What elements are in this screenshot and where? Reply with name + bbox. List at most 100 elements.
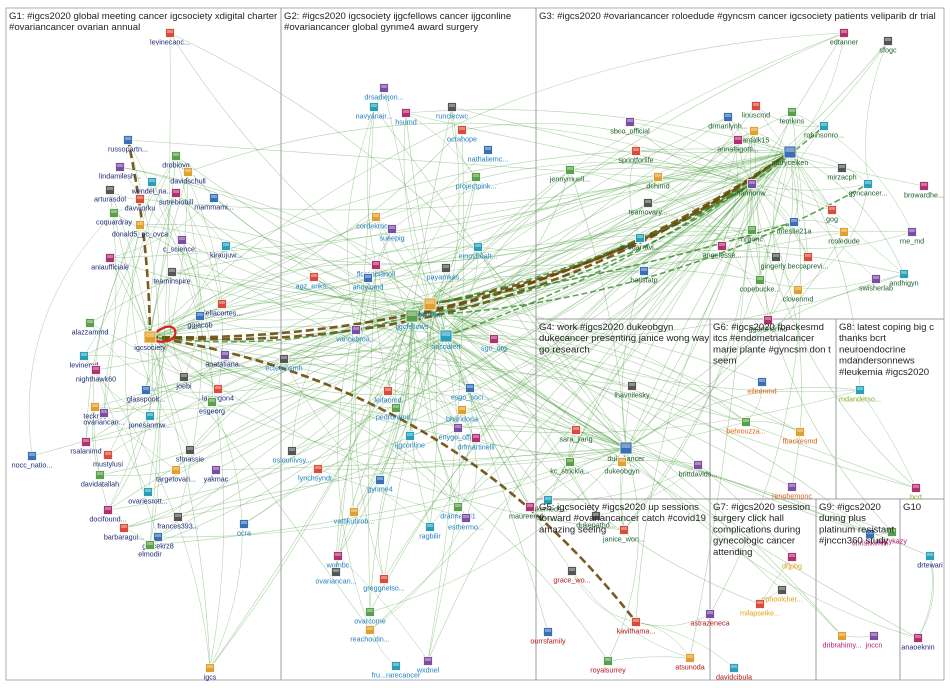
node-avatar-shine-59 <box>426 300 435 305</box>
node-avatar-shine-18 <box>87 320 93 323</box>
node-avatar-shine-46 <box>403 110 409 113</box>
node-avatar-shine-120 <box>573 427 579 430</box>
node-avatar-shine-103 <box>645 200 651 203</box>
node-avatar-shine-83 <box>367 627 373 630</box>
node-label-72: lynchsyndr... <box>298 474 338 483</box>
node-avatar-shine-9 <box>211 195 217 198</box>
node-label-137: ourrsfamily <box>530 637 566 646</box>
node-label-71: oslounivsy... <box>272 456 311 465</box>
node-avatar-shine-19 <box>146 333 155 338</box>
node-label-110: angelesse... <box>703 251 742 260</box>
node-label-25: glasspoolr... <box>127 395 165 404</box>
node-label-106: nrgonc <box>741 235 763 244</box>
node-label-6: sutrebiobill <box>159 198 194 207</box>
node-avatar-shine-53 <box>475 244 481 247</box>
node-avatar-shine-129 <box>759 379 765 382</box>
node-label-147: dribrahimy... <box>822 641 861 650</box>
node-label-139: atsunoda <box>675 663 705 672</box>
node-81[interactable]: ocra <box>237 520 251 538</box>
group-title-g7-line-2: complications during <box>713 524 800 535</box>
node-avatar-shine-81 <box>241 521 247 524</box>
node-label-65: esgo_soci... <box>451 393 489 402</box>
node-label-79: ovariancan... <box>315 577 356 586</box>
node-avatar-shine-95 <box>839 165 845 168</box>
node-avatar-shine-28 <box>101 410 107 413</box>
node-avatar-shine-75 <box>351 509 357 512</box>
node-avatar-shine-86 <box>841 30 847 33</box>
node-label-88: linuscmd <box>742 111 770 120</box>
node-avatar-shine-26 <box>209 399 215 402</box>
node-label-104: gog <box>826 215 838 224</box>
node-avatar-shine-142 <box>789 554 795 557</box>
node-avatar-shine-116 <box>873 276 879 279</box>
node-label-8: davworku <box>125 204 156 213</box>
node-label-39: frances393... <box>157 522 199 531</box>
node-label-31: sfmassie <box>176 455 204 464</box>
node-label-43: igcs <box>204 673 217 682</box>
node-avatar-shine-84 <box>425 658 431 661</box>
node-label-109: bsegarravi... <box>620 243 660 252</box>
group-title-g3-line-0: G3: #igcs2020 #ovariancancer roloedude #… <box>539 11 936 22</box>
node-avatar-shine-73 <box>377 477 383 480</box>
node-avatar-shine-10 <box>111 210 117 213</box>
node-avatar-shine-104 <box>829 207 835 210</box>
node-label-9: mammami... <box>194 203 234 212</box>
node-label-16: deliacortes... <box>202 309 243 318</box>
node-label-49: nathaliemc... <box>468 155 509 164</box>
node-label-134: bcrt <box>910 493 922 502</box>
node-avatar-shine-114 <box>757 277 763 280</box>
node-43[interactable]: igcs <box>204 664 217 682</box>
node-label-50: projectpink... <box>456 182 497 191</box>
node-avatar-shine-140 <box>707 611 713 614</box>
node-134[interactable]: bcrt <box>910 484 922 502</box>
node-label-86: edtanner <box>830 38 859 47</box>
node-avatar-shine-71 <box>289 448 295 451</box>
node-avatar-shine-40 <box>121 525 127 528</box>
node-label-59: gyncsm <box>418 310 443 319</box>
node-label-66: pedroramir... <box>376 413 416 422</box>
node-avatar-shine-138 <box>605 658 611 661</box>
node-label-18: alazzammd <box>72 328 109 337</box>
node-avatar-shine-102 <box>921 183 927 186</box>
node-label-19: igcsociety <box>134 343 166 352</box>
node-label-42: elmodir <box>138 550 162 559</box>
group-title-g4-line-1: dukecancer presenting janice wong way <box>539 333 709 344</box>
node-avatar-shine-109 <box>637 235 643 238</box>
node-label-96: sprintforlife <box>618 156 653 165</box>
node-avatar-shine-74 <box>455 504 461 507</box>
node-avatar-shine-94 <box>735 137 741 140</box>
node-avatar-shine-23 <box>181 374 187 377</box>
node-avatar-shine-61 <box>442 332 451 337</box>
node-avatar-shine-136 <box>633 619 639 622</box>
node-label-48: ocrahope <box>447 135 477 144</box>
node-avatar-shine-27 <box>92 404 98 407</box>
group-title-g8-line-2: neuroendocrine <box>839 344 906 355</box>
node-avatar-shine-123 <box>619 459 625 462</box>
node-label-95: mirzacph <box>827 173 856 182</box>
node-avatar-shine-147 <box>839 633 845 636</box>
node-label-87: sfogc <box>879 46 897 55</box>
node-avatar-shine-48 <box>459 127 465 130</box>
node-label-124: brittdavids... <box>679 470 718 479</box>
node-label-26: esgeorg <box>199 407 225 416</box>
node-avatar-shine-78 <box>335 553 341 556</box>
node-avatar-shine-130 <box>743 419 749 422</box>
node-label-90: temkins <box>780 117 805 126</box>
node-104[interactable]: gog <box>826 206 838 224</box>
node-avatar-shine-37 <box>145 489 151 492</box>
group-title-g4-line-0: G4: work #igcs2020 dukeobgyn <box>539 322 673 333</box>
node-avatar-shine-126 <box>527 504 533 507</box>
node-avatar-shine-139 <box>687 655 693 658</box>
node-avatar-shine-131 <box>797 429 803 432</box>
node-label-136: kavithama... <box>617 627 656 636</box>
node-label-108: rne_md <box>900 237 924 246</box>
node-avatar-shine-93 <box>821 123 827 126</box>
node-avatar-shine-29 <box>147 413 153 416</box>
group-title-g9-line-0: G9: #igcs2020 <box>819 502 881 513</box>
node-label-14: aniaufficiale <box>91 263 129 272</box>
node-label-138: royalsurrey <box>590 666 626 675</box>
node-avatar-shine-58 <box>408 312 417 317</box>
node-label-83: reachoutin... <box>350 635 390 644</box>
node-label-29: jonesanmw... <box>128 421 171 430</box>
